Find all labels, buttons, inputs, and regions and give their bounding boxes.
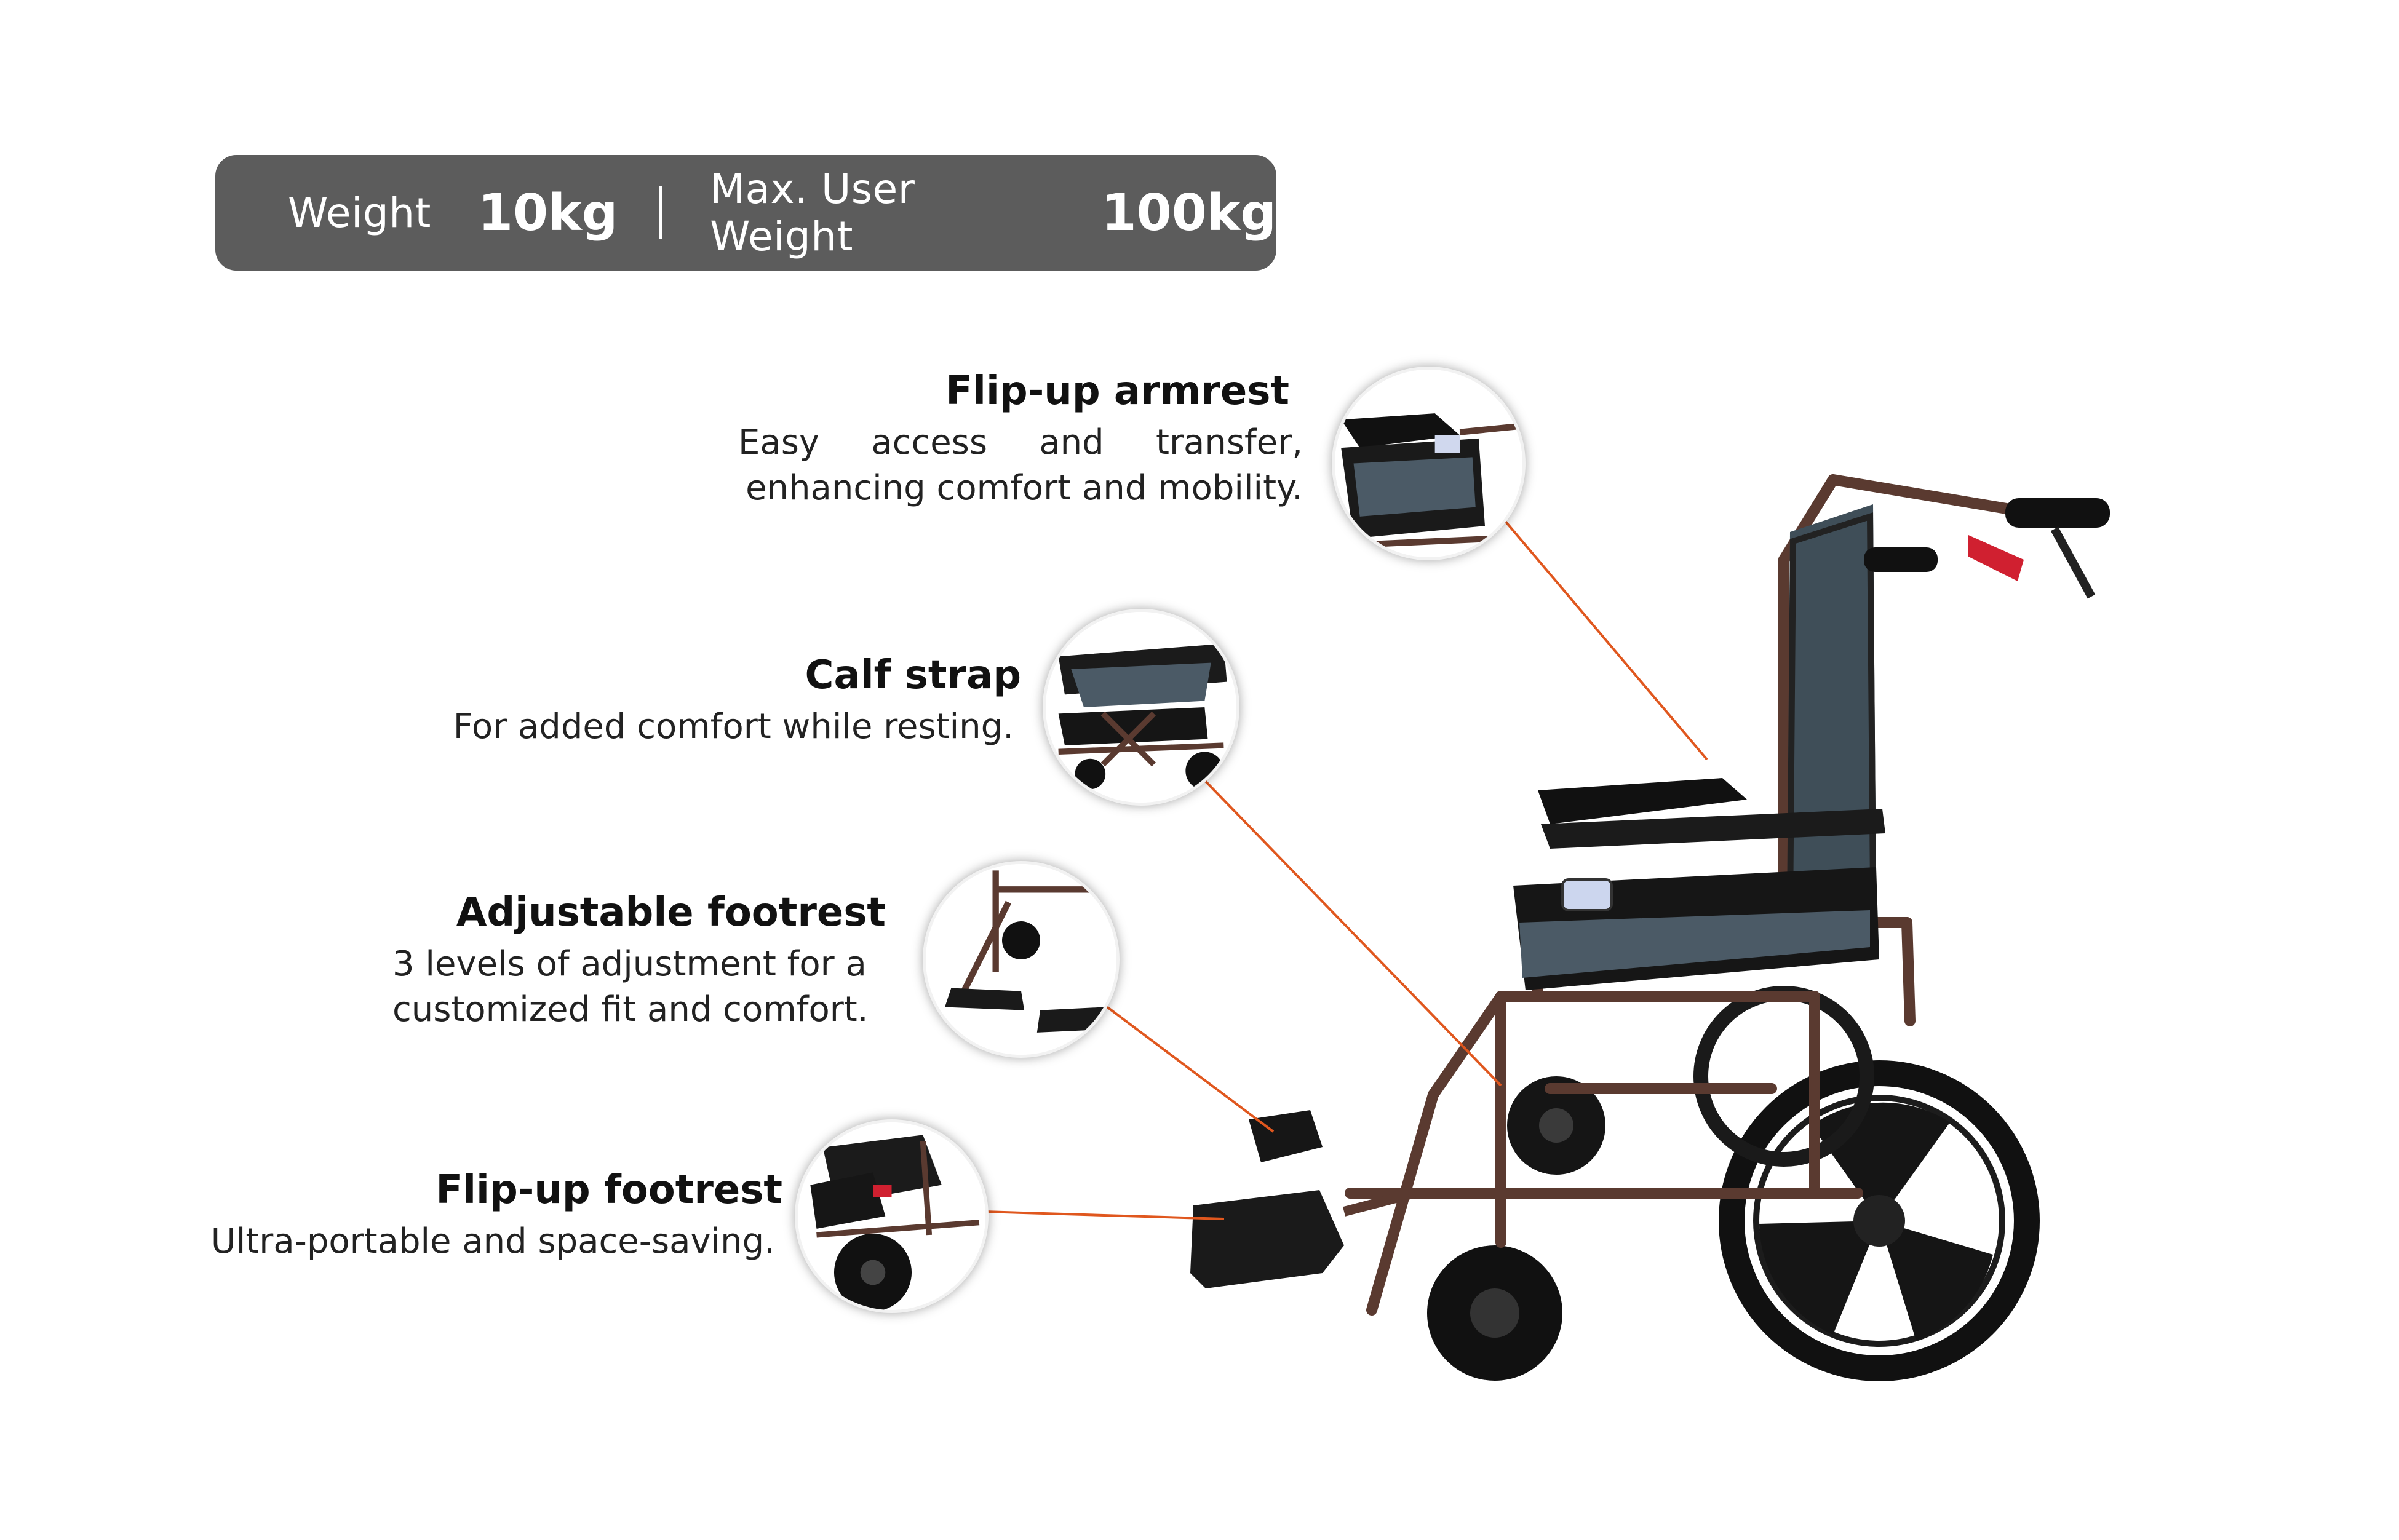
- feature-description: enhancing comfort and mobility.: [746, 467, 1303, 508]
- feature-title: Flip-up armrest: [945, 368, 1289, 414]
- wheelchair-image: [1190, 474, 2110, 1381]
- feature-title: Calf strap: [805, 653, 1021, 698]
- feature-description: 3 levels of adjustment for a: [392, 943, 867, 984]
- armrest-closeup-image: [1332, 367, 1526, 560]
- spec-divider: [659, 186, 662, 239]
- flip-up-footrest-closeup-image: [795, 1119, 989, 1313]
- max-user-weight-label: Max. User Weight: [710, 165, 915, 260]
- feature-description: For added comfort while resting.: [453, 706, 1014, 747]
- feature-description: Ultra-portable and space-saving.: [210, 1221, 775, 1261]
- max-user-weight-value: 100kg: [1101, 183, 1276, 242]
- feature-title: Flip-up footrest: [436, 1167, 782, 1213]
- feature-adjustable-footrest: Adjustable footrest 3 levels of adjustme…: [369, 889, 886, 1033]
- feature-title: Adjustable footrest: [456, 890, 886, 935]
- feature-calf-strap: Calf strap For added comfort while resti…: [406, 652, 1021, 750]
- weight-value: 10kg: [477, 183, 618, 242]
- weight-label: Weight: [288, 189, 431, 237]
- adjustable-footrest-closeup-image: [923, 861, 1120, 1058]
- feature-flip-up-armrest: Flip-up armrest Easy access and transfer…: [738, 368, 1303, 511]
- feature-flip-up-footrest: Flip-up footrest Ultra-portable and spac…: [123, 1167, 782, 1264]
- spec-bar: Weight 10kg Max. User Weight 100kg: [215, 155, 1276, 271]
- feature-description: Easy access and transfer,: [738, 422, 1303, 462]
- feature-description: customized fit and comfort.: [392, 989, 869, 1030]
- calf-strap-closeup-image: [1043, 609, 1239, 806]
